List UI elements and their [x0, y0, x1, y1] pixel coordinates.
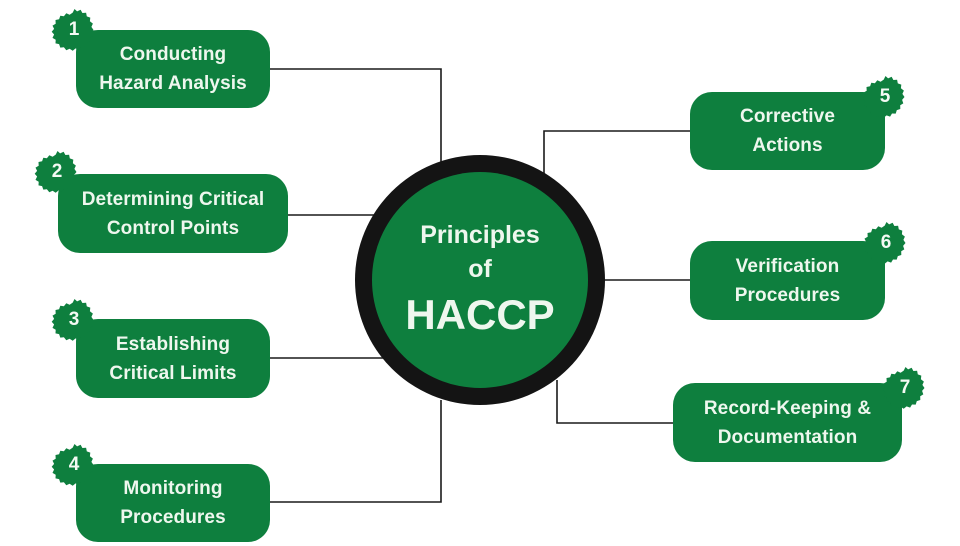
badge-number: 5 [879, 86, 891, 107]
number-badge-7: 7 [880, 363, 930, 413]
principle-node-4: Monitoring Procedures [76, 464, 270, 542]
connector-1 [270, 68, 442, 168]
badge-number: 6 [880, 232, 892, 253]
principle-label: Establishing Critical Limits [109, 333, 237, 384]
connector-4 [270, 400, 442, 503]
badge-number: 1 [68, 19, 80, 40]
center-hub-circle: Principles of HACCP [355, 155, 605, 405]
principle-node-6: Verification Procedures [690, 241, 885, 320]
principle-label: Verification Procedures [734, 255, 841, 306]
number-badge-4: 4 [49, 440, 99, 490]
principle-label: Conducting Hazard Analysis [99, 44, 247, 94]
badge-number: 4 [68, 454, 80, 475]
principle-label: Record-Keeping & Documentation [703, 397, 872, 448]
principle-label: Monitoring Procedures [120, 478, 226, 528]
number-badge-1: 1 [49, 5, 99, 55]
principle-node-1: Conducting Hazard Analysis [76, 30, 270, 108]
hub-title-line1: Principles [420, 221, 540, 249]
hub-title-line2: of [468, 255, 492, 283]
number-badge-2: 2 [32, 147, 82, 197]
number-badge-6: 6 [861, 218, 911, 268]
principle-node-7: Record-Keeping & Documentation [673, 383, 902, 462]
principle-node-5: Corrective Actions [690, 92, 885, 170]
connector-7 [556, 380, 673, 424]
badge-number: 7 [899, 377, 911, 398]
badge-number: 3 [68, 309, 80, 330]
hub-title-line3: HACCP [405, 291, 555, 338]
principle-label: Corrective Actions [740, 106, 835, 156]
principle-label: Determining Critical Control Points [81, 188, 265, 239]
connector-5 [543, 130, 690, 180]
center-hub-inner: Principles of HACCP [372, 172, 588, 388]
number-badge-5: 5 [860, 72, 910, 122]
badge-number: 2 [51, 161, 63, 182]
principle-node-2: Determining Critical Control Points [58, 174, 288, 253]
number-badge-3: 3 [49, 295, 99, 345]
principle-node-3: Establishing Critical Limits [76, 319, 270, 398]
